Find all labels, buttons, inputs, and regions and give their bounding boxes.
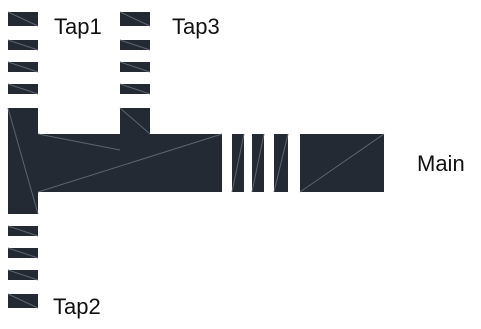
tap3-cap xyxy=(119,11,151,27)
tap1-cap xyxy=(7,11,39,27)
tap3-dash-3 xyxy=(119,83,151,95)
tap1-dash-3 xyxy=(7,83,39,95)
tap3-label: Tap3 xyxy=(172,14,220,39)
tap1-dash-2 xyxy=(7,61,39,73)
main-label: Main xyxy=(417,151,465,176)
tap3-dash-1 xyxy=(119,39,151,51)
tap2-dash-2 xyxy=(7,247,39,259)
main-dash-3 xyxy=(273,133,289,193)
tap1-label: Tap1 xyxy=(54,14,102,39)
tap2-label: Tap2 xyxy=(53,294,101,319)
tap2-dash-3 xyxy=(7,269,39,281)
tap2-cap xyxy=(7,293,39,309)
tap1-dash-1 xyxy=(7,39,39,51)
tap3-dash-2 xyxy=(119,61,151,73)
tap2-dash-1 xyxy=(7,225,39,237)
main-dash-2 xyxy=(251,133,265,193)
junction-body xyxy=(7,107,223,215)
main-end-segment xyxy=(299,133,385,193)
main-dash-1 xyxy=(231,133,245,193)
